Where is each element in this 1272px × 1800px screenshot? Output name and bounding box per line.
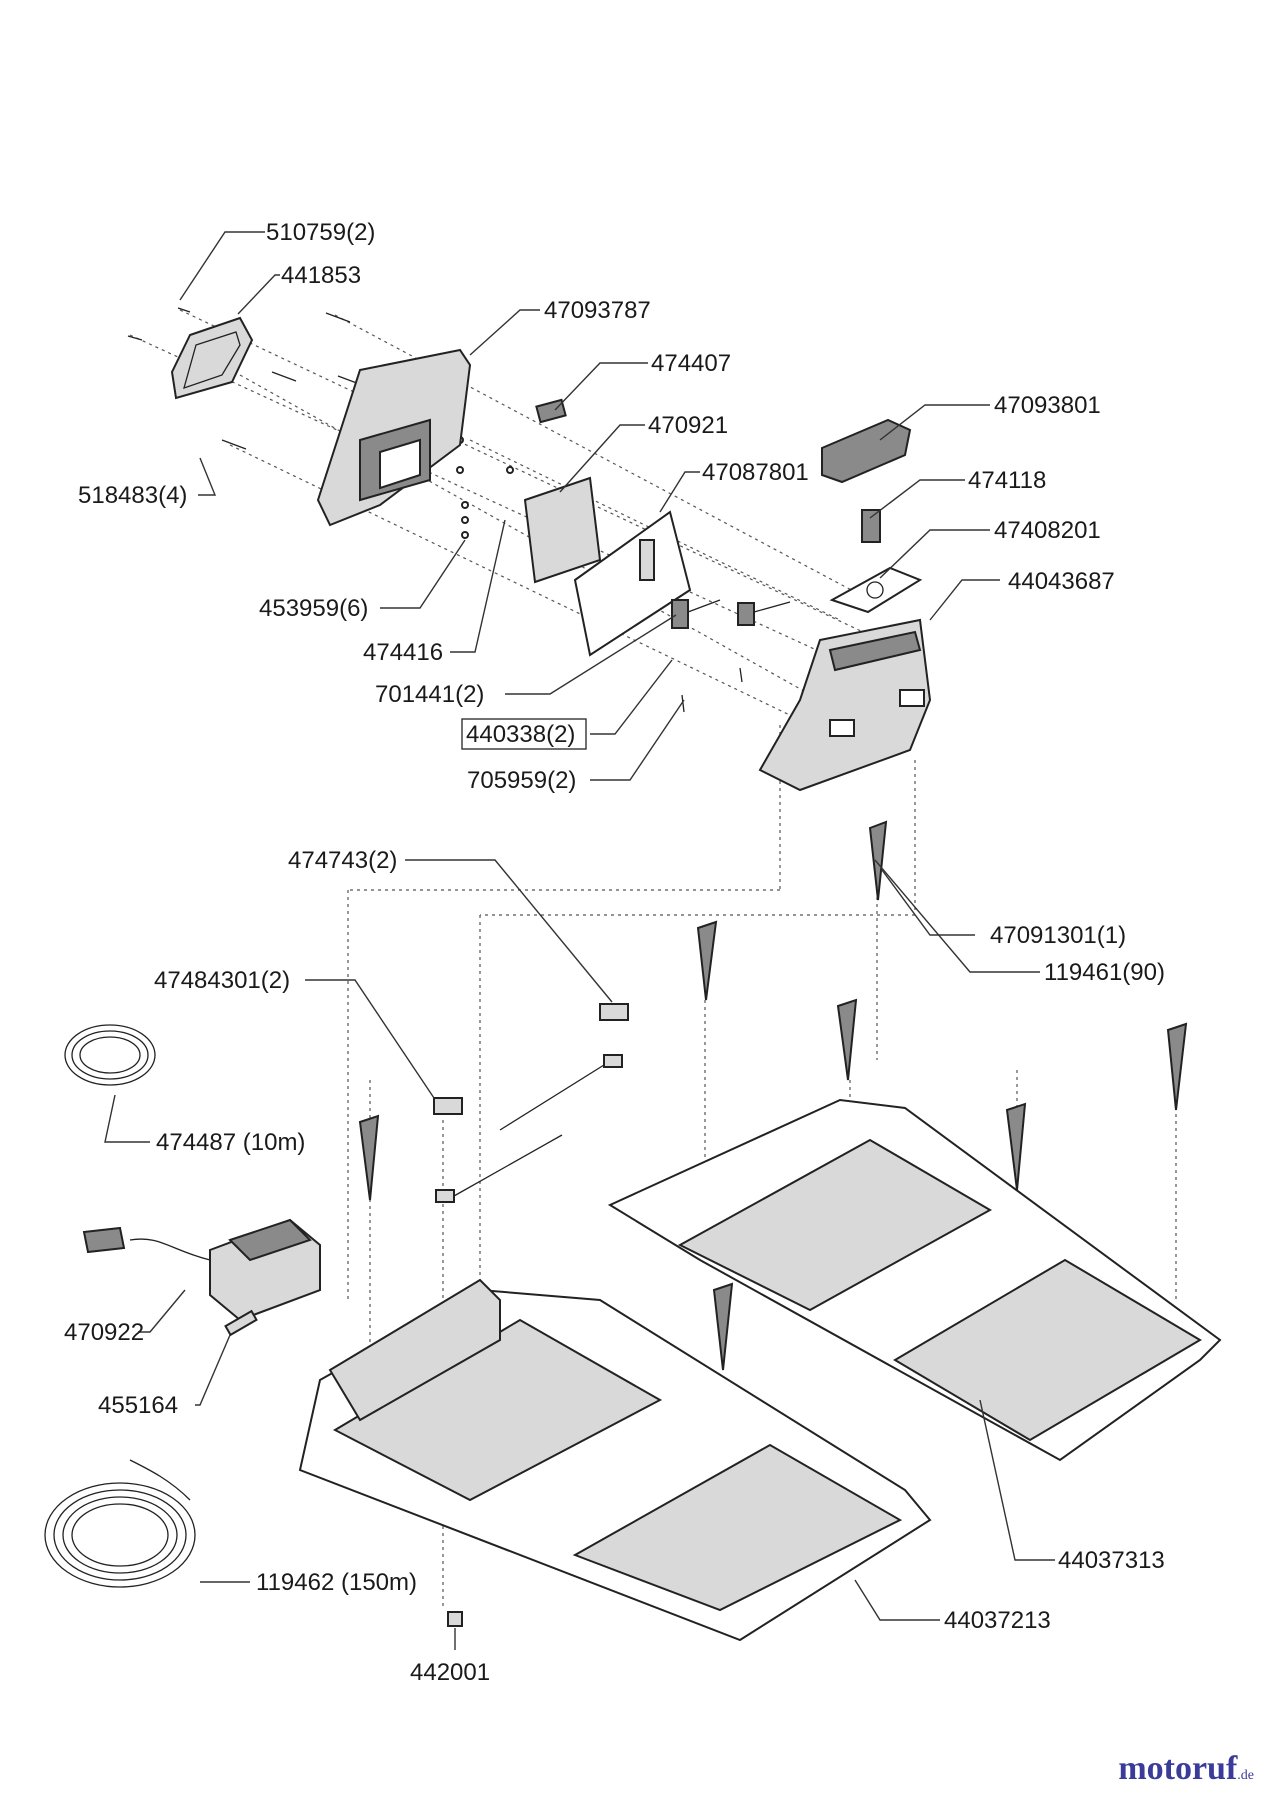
spring-parts xyxy=(671,599,791,629)
mounting-plate-part xyxy=(573,510,692,657)
base-plate-44037213-part xyxy=(298,1278,932,1642)
transformer-part xyxy=(82,1218,321,1322)
label-47093787: 47093787 xyxy=(544,297,651,324)
label-44037313: 44037313 xyxy=(1058,1547,1165,1574)
base-housing-part xyxy=(758,618,932,792)
label-474118: 474118 xyxy=(968,467,1046,494)
label-47087801: 47087801 xyxy=(702,459,809,486)
label-474416: 474416 xyxy=(363,639,443,666)
plate-47408201-part xyxy=(829,566,923,614)
connector-parts xyxy=(433,1003,629,1203)
motoruf-logo[interactable]: motoruf.de xyxy=(1118,1750,1254,1788)
keypad-cover-part xyxy=(821,418,912,484)
base-plate-44037313-part xyxy=(607,1098,1222,1462)
label-119461: 119461(90) xyxy=(1044,959,1165,986)
label-470922: 470922 xyxy=(64,1319,144,1346)
label-47484301: 47484301(2) xyxy=(154,967,290,994)
label-47093801: 47093801 xyxy=(994,392,1101,419)
brand-tld: .de xyxy=(1237,1768,1254,1783)
wire-coil-474487-part xyxy=(64,1024,156,1086)
label-440338: 440338(2) xyxy=(466,721,575,748)
brand-name: motoruf xyxy=(1118,1750,1238,1787)
cap-442001-part xyxy=(447,1611,463,1627)
label-44037213: 44037213 xyxy=(944,1607,1051,1634)
leader-lines xyxy=(104,231,1055,1650)
peg-parts xyxy=(358,820,1188,1371)
label-119462: 119462 (150m) xyxy=(256,1569,417,1596)
circuit-board-part xyxy=(523,476,602,584)
cover-plate-part xyxy=(170,316,254,400)
label-705959: 705959(2) xyxy=(467,767,576,794)
label-47408201: 47408201 xyxy=(994,517,1101,544)
label-453959: 453959(6) xyxy=(259,595,368,622)
label-474407: 474407 xyxy=(651,350,731,377)
wire-coil-119462-part xyxy=(44,1459,196,1588)
label-510759: 510759(2) xyxy=(266,219,375,246)
label-441853: 441853 xyxy=(281,262,361,289)
spring-474118-part xyxy=(861,509,881,543)
label-474743: 474743(2) xyxy=(288,847,397,874)
label-474487: 474487 (10m) xyxy=(156,1129,305,1156)
switch-part xyxy=(535,398,567,424)
label-455164: 455164 xyxy=(98,1392,178,1419)
fuse-part xyxy=(224,1309,258,1337)
label-701441: 701441(2) xyxy=(375,681,484,708)
label-518483: 518483(4) xyxy=(78,482,187,509)
label-442001: 442001 xyxy=(410,1659,490,1686)
label-47091301: 47091301(1) xyxy=(990,922,1126,949)
label-470921: 470921 xyxy=(648,412,728,439)
part-labels: 510759(2) 441853 47093787 474407 470921 … xyxy=(64,219,1165,1686)
label-44043687: 44043687 xyxy=(1008,568,1115,595)
label-440338-box xyxy=(461,718,587,750)
